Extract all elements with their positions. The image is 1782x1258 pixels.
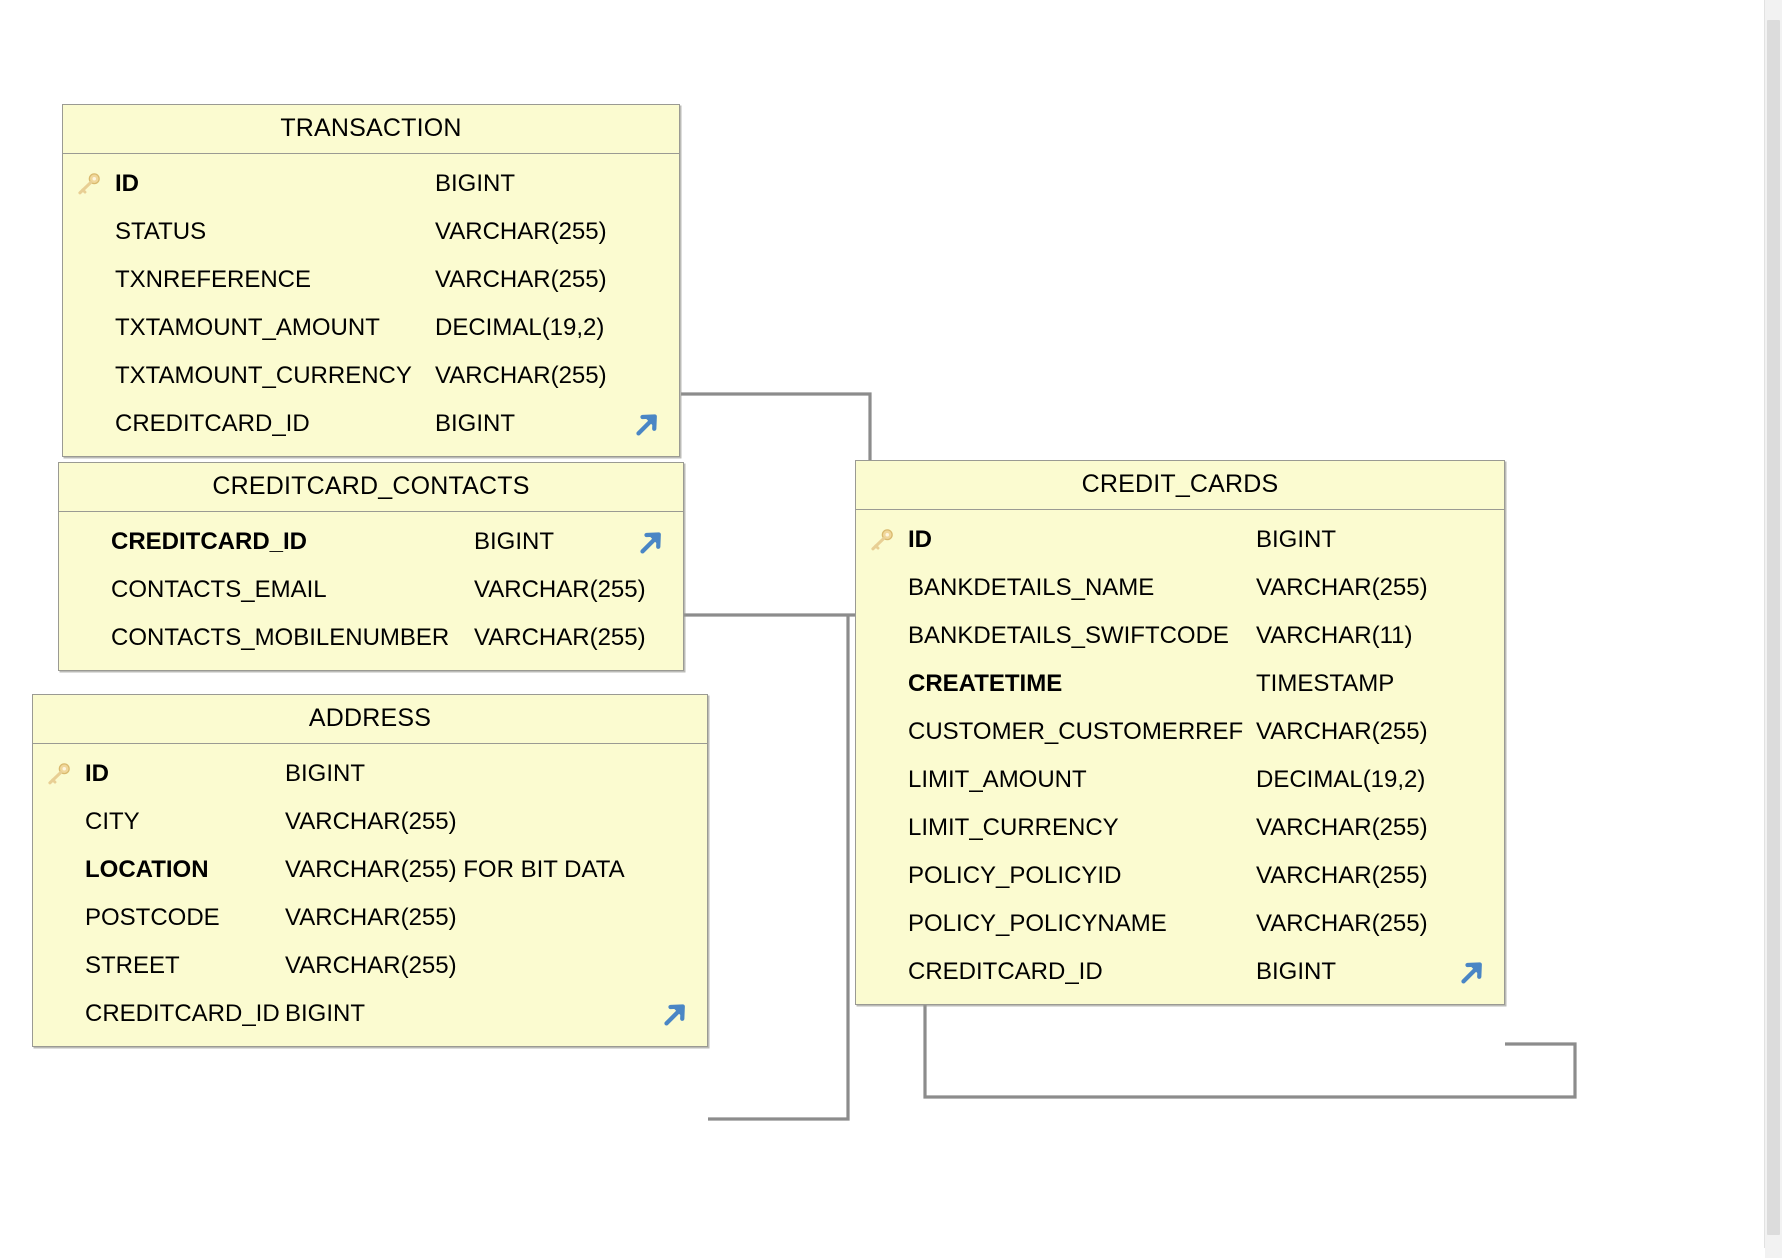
column-name: LOCATION xyxy=(85,856,209,883)
column-row[interactable]: CREATETIME TIMESTAMP xyxy=(856,660,1504,708)
column-name: POLICY_POLICYID xyxy=(908,862,1122,889)
column-row[interactable]: CONTACTS_MOBILENUMBER VARCHAR(255) xyxy=(59,614,683,662)
column-type: VARCHAR(255) xyxy=(435,266,607,293)
entity-address[interactable]: ADDRESS ID BIGINT CITY VARCHAR(255) xyxy=(32,694,708,1047)
column-row[interactable]: CREDITCARD_ID BIGINT xyxy=(856,948,1504,996)
column-name: ID xyxy=(908,526,932,553)
entity-columns: ID BIGINT BANKDETAILS_NAME VARCHAR(255) … xyxy=(856,510,1504,1004)
column-name: BANKDETAILS_SWIFTCODE xyxy=(908,622,1229,649)
column-row[interactable]: ID BIGINT xyxy=(63,160,679,208)
column-type: VARCHAR(11) xyxy=(1256,622,1413,649)
column-type: VARCHAR(255) xyxy=(285,808,457,835)
canvas-top-edge xyxy=(0,0,1765,3)
column-type: VARCHAR(255) xyxy=(1256,718,1428,745)
column-name: CONTACTS_EMAIL xyxy=(111,576,327,603)
column-row[interactable]: LOCATION VARCHAR(255) FOR BIT DATA xyxy=(33,846,707,894)
column-type: VARCHAR(255) xyxy=(1256,862,1428,889)
column-row[interactable]: POLICY_POLICYNAME VARCHAR(255) xyxy=(856,900,1504,948)
key-icon xyxy=(63,170,115,198)
entity-title: TRANSACTION xyxy=(63,105,679,154)
column-name: TXTAMOUNT_AMOUNT xyxy=(115,314,380,341)
column-name: CREDITCARD_ID xyxy=(115,410,310,437)
column-type: BIGINT xyxy=(285,1000,366,1027)
entity-title: CREDIT_CARDS xyxy=(856,461,1504,510)
column-row[interactable]: TXTAMOUNT_CURRENCY VARCHAR(255) xyxy=(63,352,679,400)
column-type: VARCHAR(255) xyxy=(474,624,646,651)
column-name: CITY xyxy=(85,808,140,835)
entity-transaction[interactable]: TRANSACTION ID BIGINT STATUS VARCHAR(25 xyxy=(62,104,680,457)
column-type: VARCHAR(255) xyxy=(285,904,457,931)
fk-arrow-icon xyxy=(1456,957,1486,987)
entity-title: CREDITCARD_CONTACTS xyxy=(59,463,683,512)
column-row[interactable]: ID BIGINT xyxy=(33,750,707,798)
column-row[interactable]: CITY VARCHAR(255) xyxy=(33,798,707,846)
column-row[interactable]: BANKDETAILS_SWIFTCODE VARCHAR(11) xyxy=(856,612,1504,660)
column-row[interactable]: LIMIT_AMOUNT DECIMAL(19,2) xyxy=(856,756,1504,804)
fk-arrow-icon xyxy=(631,409,661,439)
column-type: VARCHAR(255) xyxy=(1256,910,1428,937)
column-type: TIMESTAMP xyxy=(1256,670,1395,697)
column-name: TXTAMOUNT_CURRENCY xyxy=(115,362,412,389)
column-row[interactable]: BANKDETAILS_NAME VARCHAR(255) xyxy=(856,564,1504,612)
column-type: VARCHAR(255) xyxy=(1256,814,1428,841)
column-type: VARCHAR(255) xyxy=(474,576,646,603)
column-row[interactable]: POSTCODE VARCHAR(255) xyxy=(33,894,707,942)
entity-columns: ID BIGINT CITY VARCHAR(255) LOCATION VAR… xyxy=(33,744,707,1046)
column-row[interactable]: STATUS VARCHAR(255) xyxy=(63,208,679,256)
column-name: TXNREFERENCE xyxy=(115,266,312,293)
column-name: POLICY_POLICYNAME xyxy=(908,910,1167,937)
fk-arrow-icon xyxy=(635,527,665,557)
entity-creditcard-contacts[interactable]: CREDITCARD_CONTACTS CREDITCARD_ID BIGINT… xyxy=(58,462,684,671)
column-name: BANKDETAILS_NAME xyxy=(908,574,1155,601)
column-name: CREDITCARD_ID xyxy=(111,528,308,555)
column-name: CREDITCARD_ID xyxy=(85,1000,280,1027)
column-type: VARCHAR(255) FOR BIT DATA xyxy=(285,856,625,883)
column-name: ID xyxy=(85,760,109,787)
column-row[interactable]: POLICY_POLICYID VARCHAR(255) xyxy=(856,852,1504,900)
column-type: VARCHAR(255) xyxy=(285,952,457,979)
column-name: CUSTOMER_CUSTOMERREF xyxy=(908,718,1244,745)
column-type: VARCHAR(255) xyxy=(1256,574,1428,601)
column-type: BIGINT xyxy=(1256,526,1337,553)
column-type: BIGINT xyxy=(1256,958,1337,985)
column-row[interactable]: LIMIT_CURRENCY VARCHAR(255) xyxy=(856,804,1504,852)
column-row[interactable]: TXTAMOUNT_AMOUNT DECIMAL(19,2) xyxy=(63,304,679,352)
key-icon xyxy=(33,760,85,788)
column-type: BIGINT xyxy=(435,410,516,437)
column-row[interactable]: STREET VARCHAR(255) xyxy=(33,942,707,990)
column-name: CREDITCARD_ID xyxy=(908,958,1103,985)
vertical-scrollbar-thumb[interactable] xyxy=(1767,20,1780,1235)
column-name: POSTCODE xyxy=(85,904,220,931)
column-type: VARCHAR(255) xyxy=(435,362,607,389)
column-name: STATUS xyxy=(115,218,207,245)
column-name: CREATETIME xyxy=(908,670,1063,697)
column-row[interactable]: CREDITCARD_ID BIGINT xyxy=(63,400,679,448)
key-icon xyxy=(856,526,908,554)
entity-credit-cards[interactable]: CREDIT_CARDS ID BIGINT BANKDETAILS_NAME xyxy=(855,460,1505,1005)
column-row[interactable]: CONTACTS_EMAIL VARCHAR(255) xyxy=(59,566,683,614)
horizontal-scrollbar[interactable] xyxy=(0,1248,1765,1258)
column-type: BIGINT xyxy=(435,170,516,197)
column-type: VARCHAR(255) xyxy=(435,218,607,245)
column-type: BIGINT xyxy=(285,760,366,787)
column-name: LIMIT_AMOUNT xyxy=(908,766,1087,793)
vertical-scrollbar[interactable] xyxy=(1764,0,1782,1258)
column-name: CONTACTS_MOBILENUMBER xyxy=(111,624,450,651)
column-row[interactable]: TXNREFERENCE VARCHAR(255) xyxy=(63,256,679,304)
column-name: LIMIT_CURRENCY xyxy=(908,814,1119,841)
entity-columns: ID BIGINT STATUS VARCHAR(255) TXNREFEREN… xyxy=(63,154,679,456)
column-row[interactable]: CREDITCARD_ID BIGINT xyxy=(59,518,683,566)
fk-arrow-icon xyxy=(659,999,689,1029)
column-type: BIGINT xyxy=(474,528,555,555)
column-name: ID xyxy=(115,170,139,197)
entity-columns: CREDITCARD_ID BIGINT CONTACTS_EMAIL VARC… xyxy=(59,512,683,670)
column-type: DECIMAL(19,2) xyxy=(1256,766,1426,793)
entity-title: ADDRESS xyxy=(33,695,707,744)
connector-address-to-credit-cards xyxy=(708,615,850,1121)
column-row[interactable]: ID BIGINT xyxy=(856,516,1504,564)
column-row[interactable]: CUSTOMER_CUSTOMERREF VARCHAR(255) xyxy=(856,708,1504,756)
column-row[interactable]: CREDITCARD_ID BIGINT xyxy=(33,990,707,1038)
column-name: STREET xyxy=(85,952,180,979)
column-type: DECIMAL(19,2) xyxy=(435,314,605,341)
